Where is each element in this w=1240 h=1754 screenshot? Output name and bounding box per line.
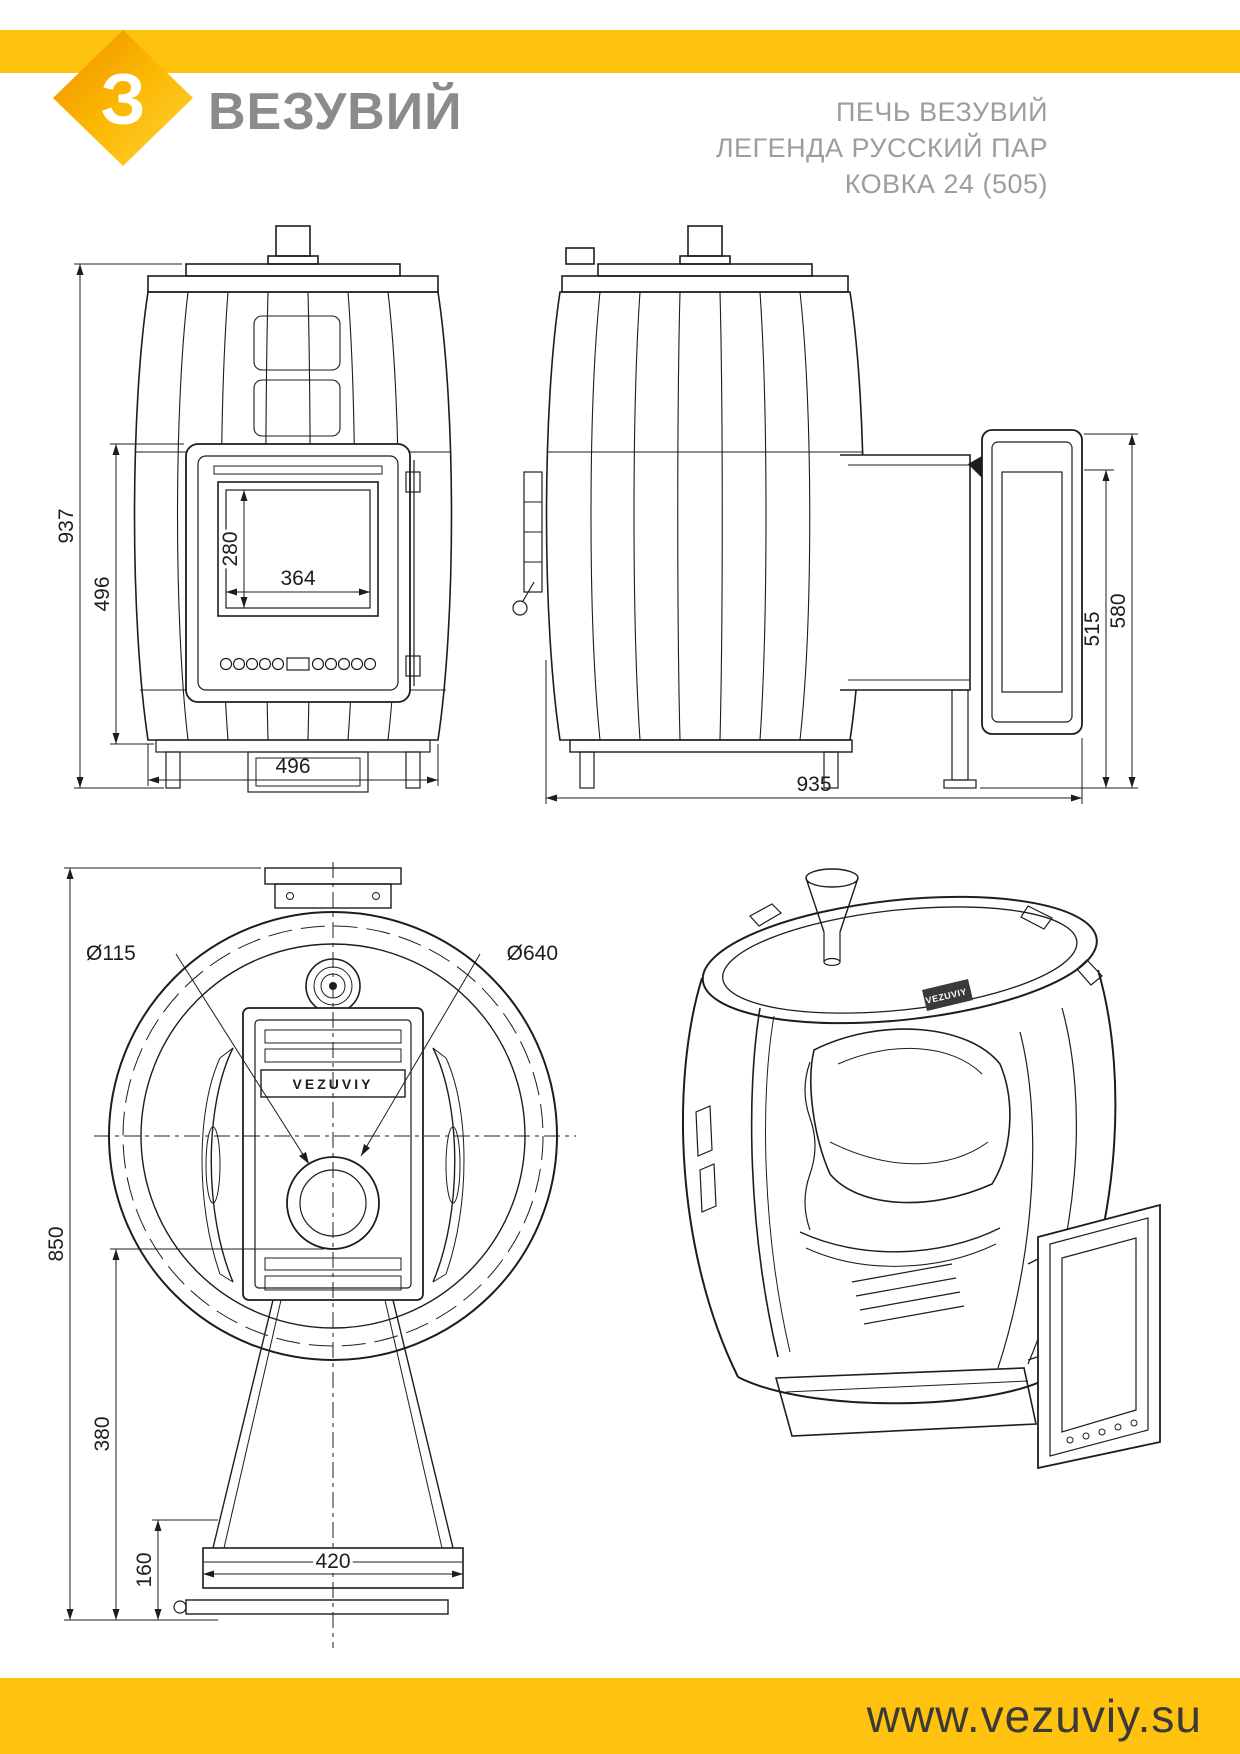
front-door (185, 443, 411, 703)
title-line-3: КОВКА 24 (505) (844, 169, 1048, 199)
brand-wordmark: ВЕЗУВИЙ (208, 83, 463, 141)
top-view-drawing: VEZUVIY (45, 862, 576, 1648)
dim-side-overall-depth: 935 (796, 773, 831, 796)
side-dim-arrows (546, 434, 1136, 802)
dim-front-overall-height: 937 (55, 508, 78, 543)
side-stove-outline (512, 225, 865, 741)
dim-front-body-width: 496 (275, 755, 310, 778)
dim-front-glass-width: 364 (280, 567, 315, 590)
brand-logo-icon: З (53, 30, 193, 166)
website-url: www.vezuviy.su (866, 1690, 1202, 1742)
product-title: ПЕЧЬ ВЕЗУВИЙ ЛЕГЕНДА РУССКИЙ ПАР КОВКА 2… (716, 94, 1048, 202)
top-brand-plate-text: VEZUVIY (293, 1076, 374, 1092)
front-dim-arrows (76, 264, 438, 788)
footer-accent-bar: www.vezuviy.su (0, 1678, 1240, 1754)
top-centerlines (94, 862, 576, 1648)
side-tunnel (840, 454, 971, 691)
dim-top-body-diameter: Ø640 (507, 942, 558, 965)
dim-side-door-height: 580 (1107, 593, 1130, 628)
iso-door-vents (1066, 1419, 1138, 1444)
dim-front-glass-height: 280 (219, 531, 242, 566)
iso-brand-plate (922, 979, 973, 1011)
iso-cutaway-drawing: VEZUVIY (681, 868, 1161, 1470)
side-base (569, 689, 977, 789)
top-dim-arrows (66, 868, 463, 1620)
iso-stove-body (681, 868, 1117, 1437)
side-dimension-lines (545, 433, 1138, 804)
title-line-1: ПЕЧЬ ВЕЗУВИЙ (835, 97, 1048, 127)
logo-diamond-icon (53, 30, 193, 166)
dim-top-tunnel-width: 420 (315, 1550, 350, 1573)
front-details (155, 460, 431, 793)
door-handle-wedge (968, 456, 982, 478)
top-side-wings (201, 1047, 465, 1283)
logo-glyph: З (100, 60, 145, 140)
dim-top-chimney-diameter: Ø115 (86, 942, 136, 965)
dim-top-overall-depth: 850 (45, 1226, 68, 1261)
front-view-drawing: 937 496 280 364 496 (55, 225, 453, 793)
front-dimension-lines (74, 263, 439, 789)
dim-side-tunnel-height: 515 (1081, 611, 1104, 646)
side-view-drawing: 935 515 580 (512, 225, 1138, 804)
dim-top-base-offset: 160 (133, 1552, 156, 1587)
dim-front-door-unit-height: 496 (91, 576, 114, 611)
top-accent-bar (0, 30, 1240, 73)
side-open-door (968, 429, 1083, 735)
iso-open-door (1037, 1203, 1161, 1470)
title-line-2: ЛЕГЕНДА РУССКИЙ ПАР (715, 133, 1048, 163)
top-dimension-lines (64, 867, 481, 1621)
dim-top-opening-to-front: 380 (91, 1416, 114, 1451)
